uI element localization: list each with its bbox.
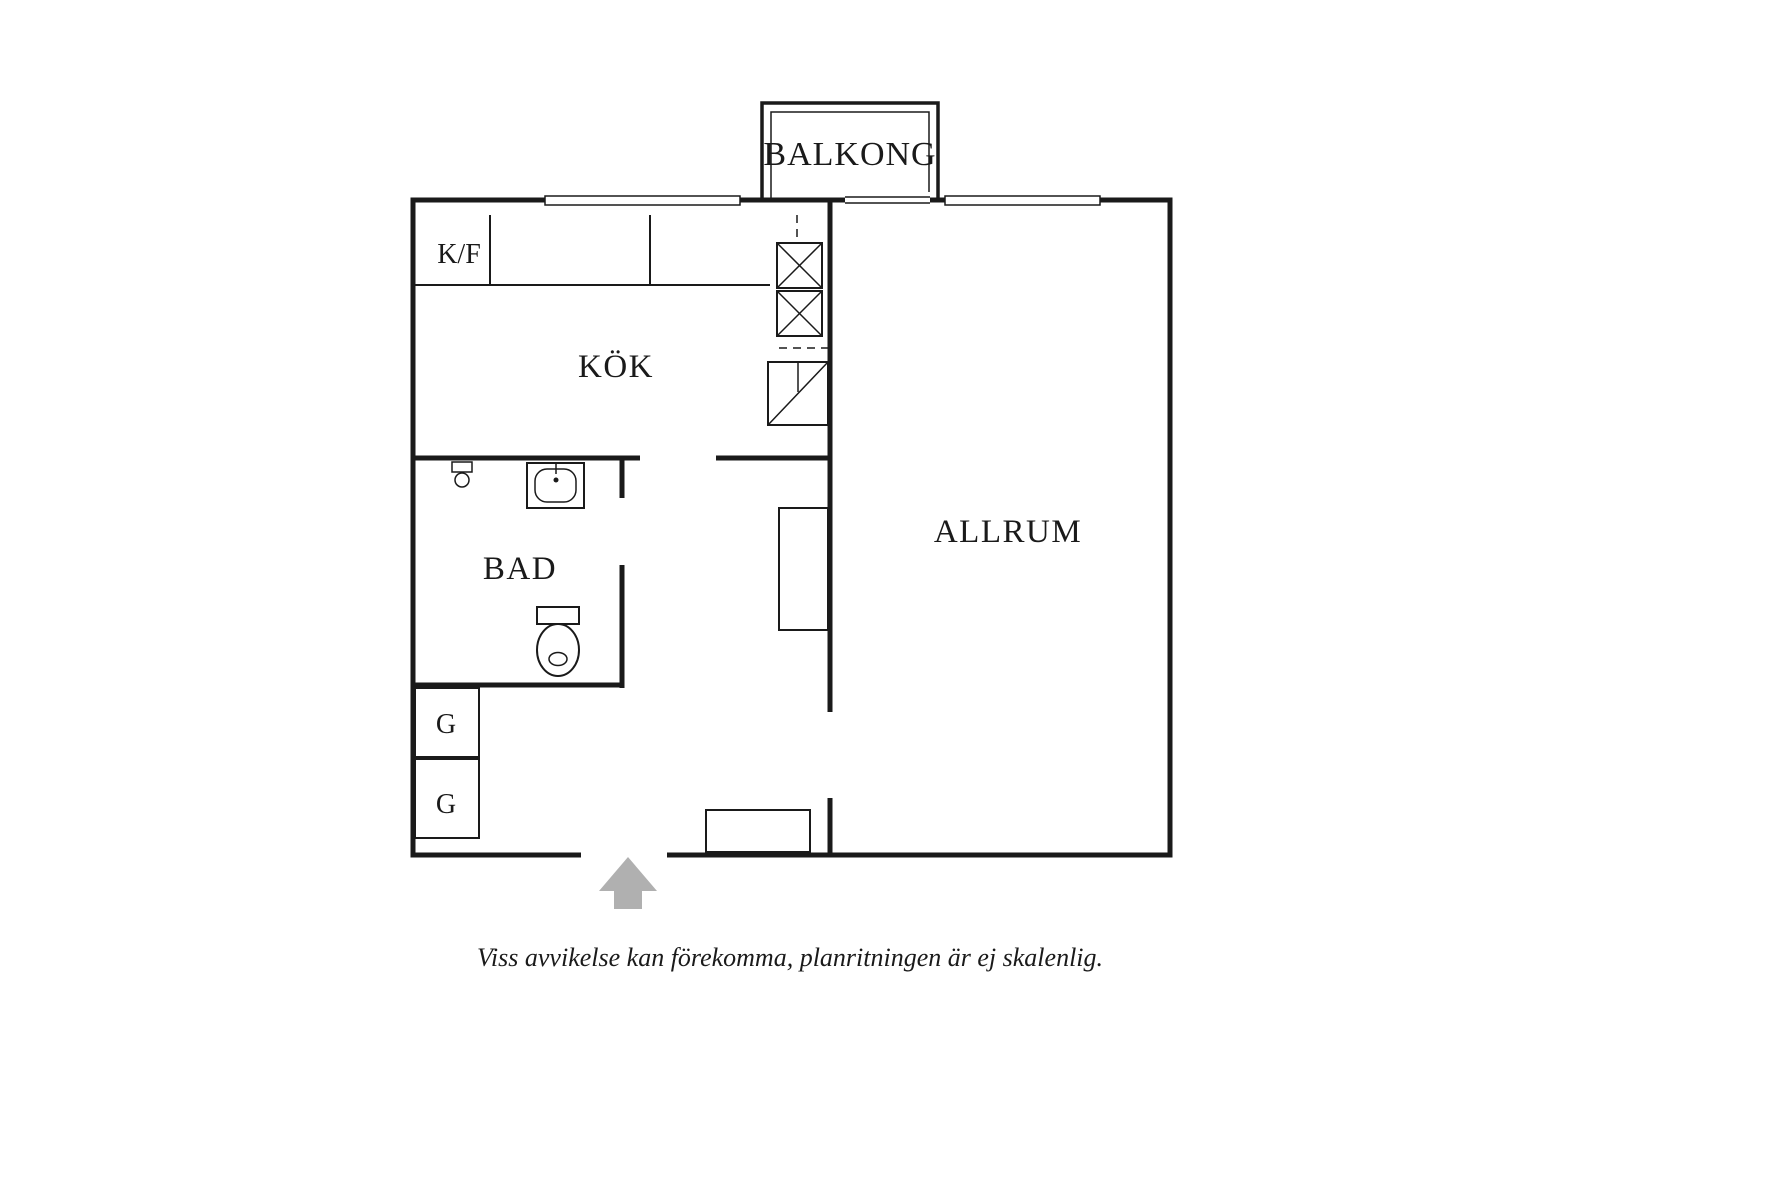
kitchen-label: KÖK [578, 349, 654, 385]
balcony-outer-wall [760, 101, 940, 205]
toilet-bowl [536, 623, 580, 677]
kitchen-fittings [415, 215, 829, 426]
entrance-opening [581, 847, 667, 862]
wardrobe-label-2: G [436, 789, 456, 820]
toilet-icon [536, 606, 580, 677]
balcony-door-icon [845, 196, 930, 204]
bathroom-label: BAD [483, 551, 557, 587]
corner-cabinet-icon [767, 361, 829, 426]
kf-label: K/F [437, 239, 481, 270]
disclaimer-caption: Viss avvikelse kan förekomma, planritnin… [477, 943, 1103, 972]
wardrobe-box [414, 758, 480, 839]
hall-wardrobe-box [778, 507, 829, 631]
washer-tap-body [451, 461, 473, 473]
wardrobe-box [414, 687, 480, 758]
window-icon [944, 195, 1101, 206]
sink-drain [553, 477, 559, 483]
balcony-label: BALKONG [763, 136, 936, 173]
sink-icon [526, 462, 585, 509]
bathroom-fixtures [451, 461, 585, 677]
entrance-arrow-icon [599, 857, 657, 909]
stove-icon [776, 242, 823, 337]
washer-tap-knob [454, 472, 470, 488]
entrance-step-box [705, 809, 811, 853]
wardrobe-label-1: G [436, 709, 456, 740]
washer-tap-icon [451, 461, 473, 488]
toilet-drain [548, 651, 568, 667]
window-icon [544, 195, 741, 206]
balcony: BALKONG [760, 101, 940, 205]
stove-burner-1-cross [776, 242, 823, 289]
corner-cabinet-diagonal [767, 361, 829, 426]
livingroom-label: ALLRUM [934, 514, 1082, 550]
balcony-door-opening [845, 192, 930, 207]
toilet-tank [536, 606, 580, 625]
interior-walls [415, 200, 833, 853]
stove-burner-2-cross [776, 290, 823, 337]
hall-fittings [414, 507, 829, 853]
balcony-inner-wall [770, 111, 930, 205]
